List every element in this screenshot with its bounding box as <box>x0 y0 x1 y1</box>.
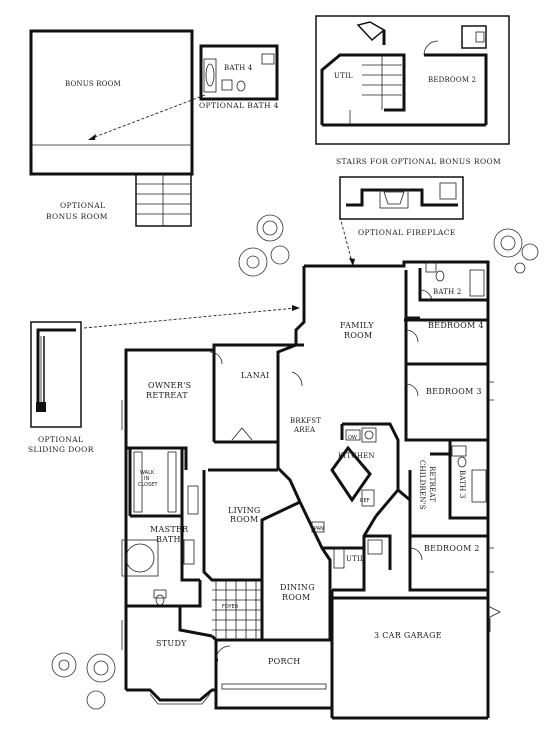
ref-label: REF <box>360 498 370 504</box>
foyer-label: FOYER <box>222 604 239 610</box>
master-bath-label-2: BATH <box>156 535 181 544</box>
optional-bonus-caption-1: OPTIONAL <box>60 201 105 210</box>
dining-room-label-2: ROOM <box>282 593 311 602</box>
bath4-inset: BATH 4 <box>199 44 279 101</box>
util-main-label: UTIL <box>346 555 365 563</box>
optional-sliding-caption-2: SLIDING DOOR <box>28 445 94 454</box>
sliding-door-inset <box>30 321 82 428</box>
optional-bath4-caption: OPTIONAL BATH 4 <box>199 101 279 110</box>
sliding-pointer-arrow <box>83 307 297 329</box>
walk-in-label-1: WALK <box>140 470 155 476</box>
ow-label: OW <box>348 435 357 441</box>
study-label: STUDY <box>156 639 187 648</box>
sliding-arrow-head <box>292 305 300 311</box>
landscape-trees <box>51 214 539 710</box>
owners-retreat-label-1: OWNER'S <box>148 381 191 390</box>
brkfst-label-1: BRKFST <box>290 417 321 425</box>
stairs-inset: UTIL BEDROOM 2 <box>315 15 510 145</box>
bonus-arrow-head <box>88 134 96 140</box>
optional-sliding-caption-1: OPTIONAL <box>38 435 83 444</box>
bedroom3-label: BEDROOM 3 <box>426 387 482 396</box>
bedroom2-main-label: BEDROOM 2 <box>424 544 480 553</box>
dining-room-label-1: DINING <box>280 583 315 592</box>
family-room-label-1: FAMILY <box>340 321 374 330</box>
living-room-label-1: LIVING <box>228 506 261 515</box>
bonus-room-label: BONUS ROOM <box>65 80 121 88</box>
fireplace-inset <box>339 176 464 220</box>
kitchen-label: KITCHEN <box>338 452 375 460</box>
owners-retreat-label-2: RETREAT <box>146 391 188 400</box>
bedroom2-top-label: BEDROOM 2 <box>428 76 476 84</box>
bonus-pointer-arrow <box>91 94 206 139</box>
bath2-label: BATH 2 <box>433 288 461 296</box>
optional-bonus-caption-2: BONUS ROOM <box>46 212 108 221</box>
pan-label: PAN <box>314 526 324 532</box>
lanai-label: LANAI <box>241 371 270 380</box>
garage-label: 3 CAR GARAGE <box>374 631 442 640</box>
bonus-room-inset: BONUS ROOM <box>29 29 194 227</box>
living-room-label-2: ROOM <box>230 515 259 524</box>
walk-in-label-2: IN <box>144 476 149 482</box>
util-top-label: UTIL <box>334 72 353 80</box>
fixtures <box>121 261 501 705</box>
walk-in-label-3: CLOSET <box>138 482 158 488</box>
stairs-bonus-caption: STAIRS FOR OPTIONAL BONUS ROOM <box>336 157 501 166</box>
fireplace-arrow-head <box>349 258 355 266</box>
porch-label: PORCH <box>268 657 301 666</box>
bedroom4-label: BEDROOM 4 <box>428 321 484 330</box>
brkfst-label-2: AREA <box>293 426 316 434</box>
bath4-label: BATH 4 <box>224 64 253 72</box>
main-house-walls <box>124 260 490 720</box>
foyer-tiles <box>212 580 262 640</box>
bath3-label: BATH 3 <box>458 470 466 498</box>
room-labels: FAMILY ROOM BATH 2 BEDROOM 4 BEDROOM 3 O… <box>138 288 484 666</box>
childrens-retreat-label-2: RETREAT <box>428 466 436 502</box>
childrens-retreat-label-1: CHILDREN'S <box>418 460 426 510</box>
family-room-label-2: ROOM <box>344 331 373 340</box>
fireplace-pointer-arrow <box>339 216 353 263</box>
optional-fireplace-caption: OPTIONAL FIREPLACE <box>358 228 456 237</box>
master-bath-label-1: MASTER <box>150 525 189 534</box>
